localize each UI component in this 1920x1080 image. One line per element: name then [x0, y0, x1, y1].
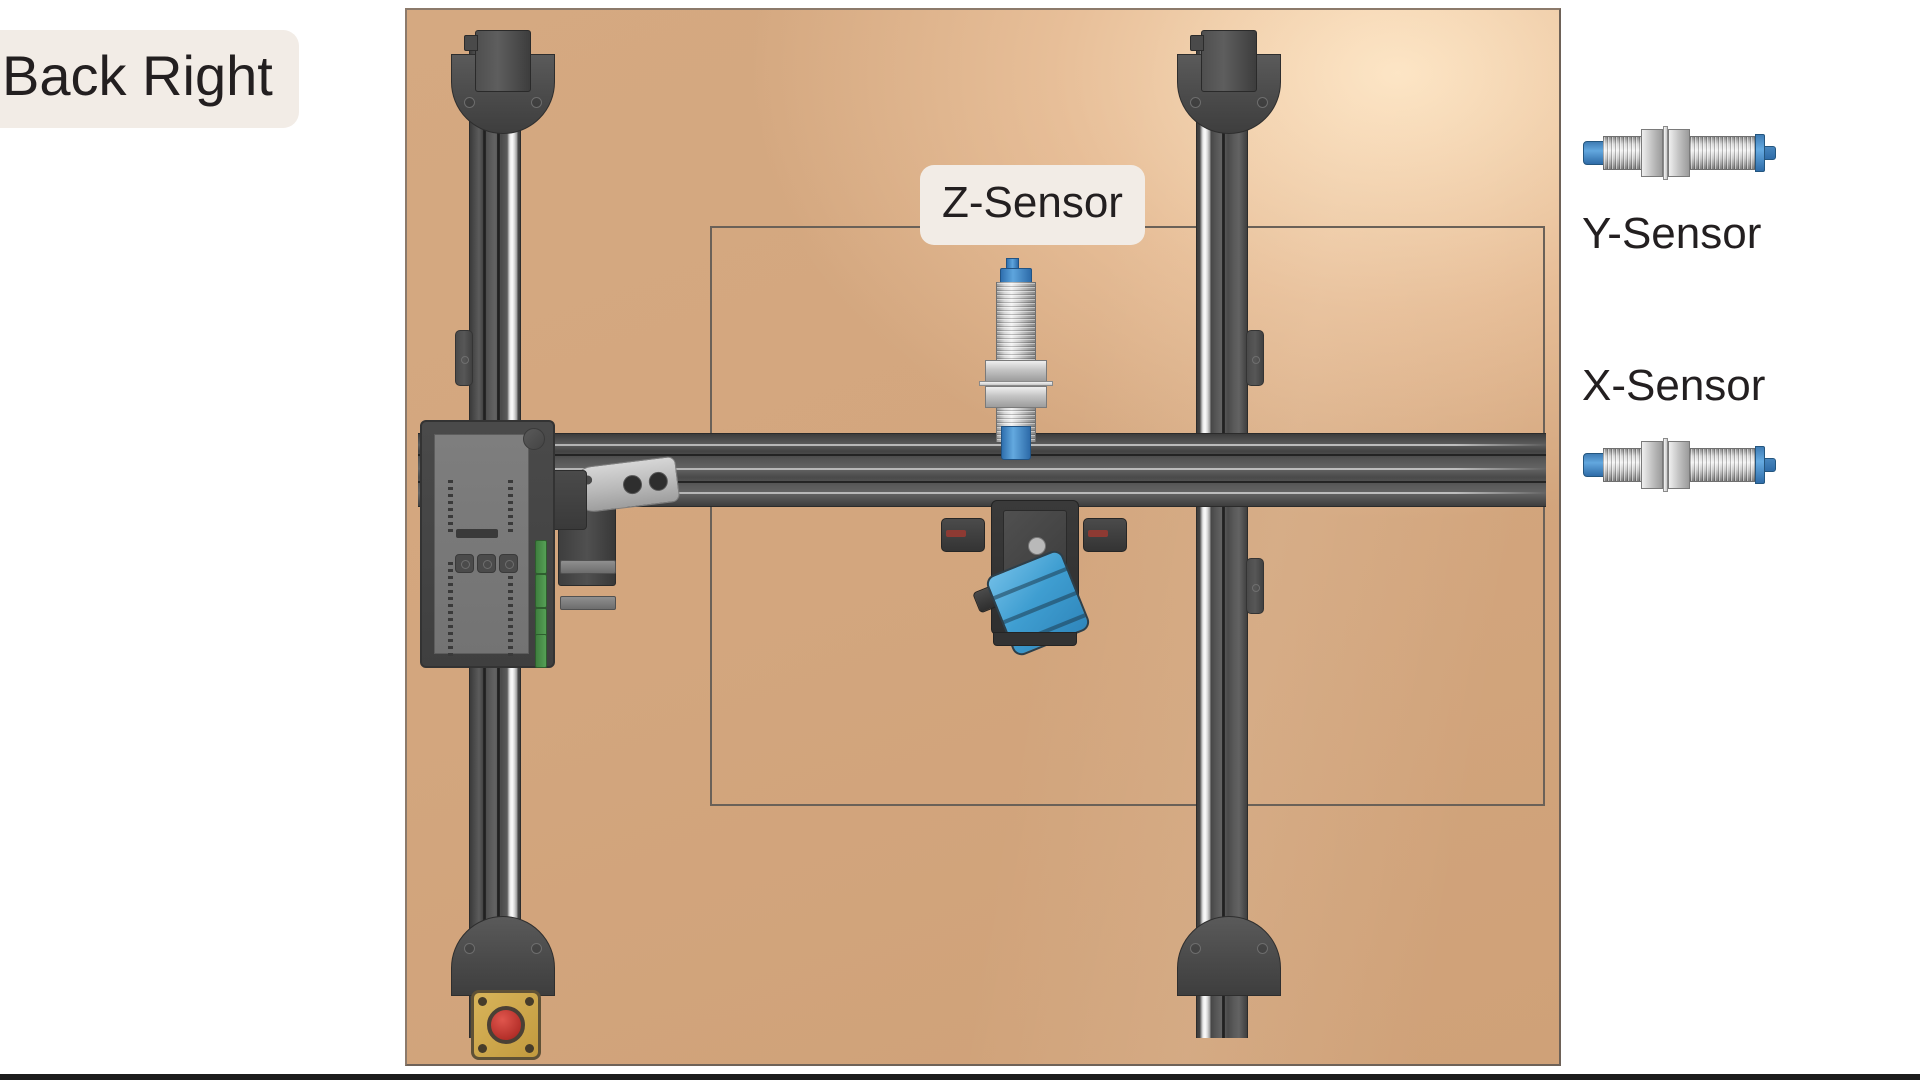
sensor-nut-lower	[985, 386, 1047, 408]
sensor-nut-upper	[1641, 441, 1663, 489]
terminal-block	[535, 574, 547, 608]
rail-bearing-block	[455, 330, 473, 386]
clamp-bar	[560, 596, 616, 610]
rail-groove	[1222, 38, 1225, 1038]
controller-board	[434, 434, 529, 654]
work-area-outline	[710, 226, 1545, 806]
spindle-toolhead	[941, 460, 1127, 659]
y-axis-rail-right	[1190, 38, 1264, 1038]
sensor-nut-lower	[1668, 129, 1690, 177]
toolhead-wing-right	[1083, 518, 1127, 552]
y-sensor-label: Y-Sensor	[1582, 209, 1762, 258]
y-motor-back-left	[464, 30, 531, 92]
controller-enclosure	[420, 420, 555, 668]
sensor-cable-end	[1583, 141, 1605, 165]
terminal-block	[535, 540, 547, 574]
stepper-driver	[477, 554, 496, 573]
y-motor-back-right	[1190, 30, 1257, 92]
z-sensor-device	[979, 258, 1053, 460]
toolhead-wing-left	[941, 518, 985, 552]
sensor-washer	[1663, 438, 1668, 492]
back-right-label: Back Right	[0, 30, 299, 128]
stepper-driver	[455, 554, 474, 573]
sensor-tip	[1764, 146, 1776, 160]
rail-bearing-block	[1246, 558, 1264, 614]
z-sensor-label: Z-Sensor	[920, 165, 1145, 245]
sensor-washer	[979, 381, 1053, 386]
estop-mushroom-head[interactable]	[487, 1006, 525, 1044]
sensor-washer	[1663, 126, 1668, 180]
stepper-driver	[499, 554, 518, 573]
linear-guide	[1200, 38, 1211, 1038]
sensor-nut-lower	[1668, 441, 1690, 489]
y-sensor-icon	[1583, 126, 1776, 180]
sensor-cable-end	[1583, 453, 1605, 477]
gantry-end-plate-front-right	[1177, 916, 1281, 996]
x-sensor-icon	[1583, 438, 1776, 492]
bottom-divider	[0, 1074, 1920, 1080]
driver-chip	[456, 529, 499, 539]
rail-bearing-block	[1246, 330, 1264, 386]
toolhead-feet	[993, 632, 1077, 646]
clamp-bar	[560, 560, 616, 574]
x-sensor-label: X-Sensor	[1582, 361, 1766, 410]
emergency-stop-button[interactable]	[471, 990, 541, 1060]
sensor-tip	[1764, 458, 1776, 472]
controller-cable-stub	[553, 470, 587, 530]
sensor-threaded-body	[1690, 448, 1756, 482]
sensor-threaded-body	[1690, 136, 1756, 170]
capacitor	[523, 428, 545, 450]
sensor-face	[1001, 426, 1031, 460]
terminal-block	[535, 634, 547, 668]
sensor-nut-upper	[1641, 129, 1663, 177]
sensor-nut-upper	[985, 360, 1047, 382]
